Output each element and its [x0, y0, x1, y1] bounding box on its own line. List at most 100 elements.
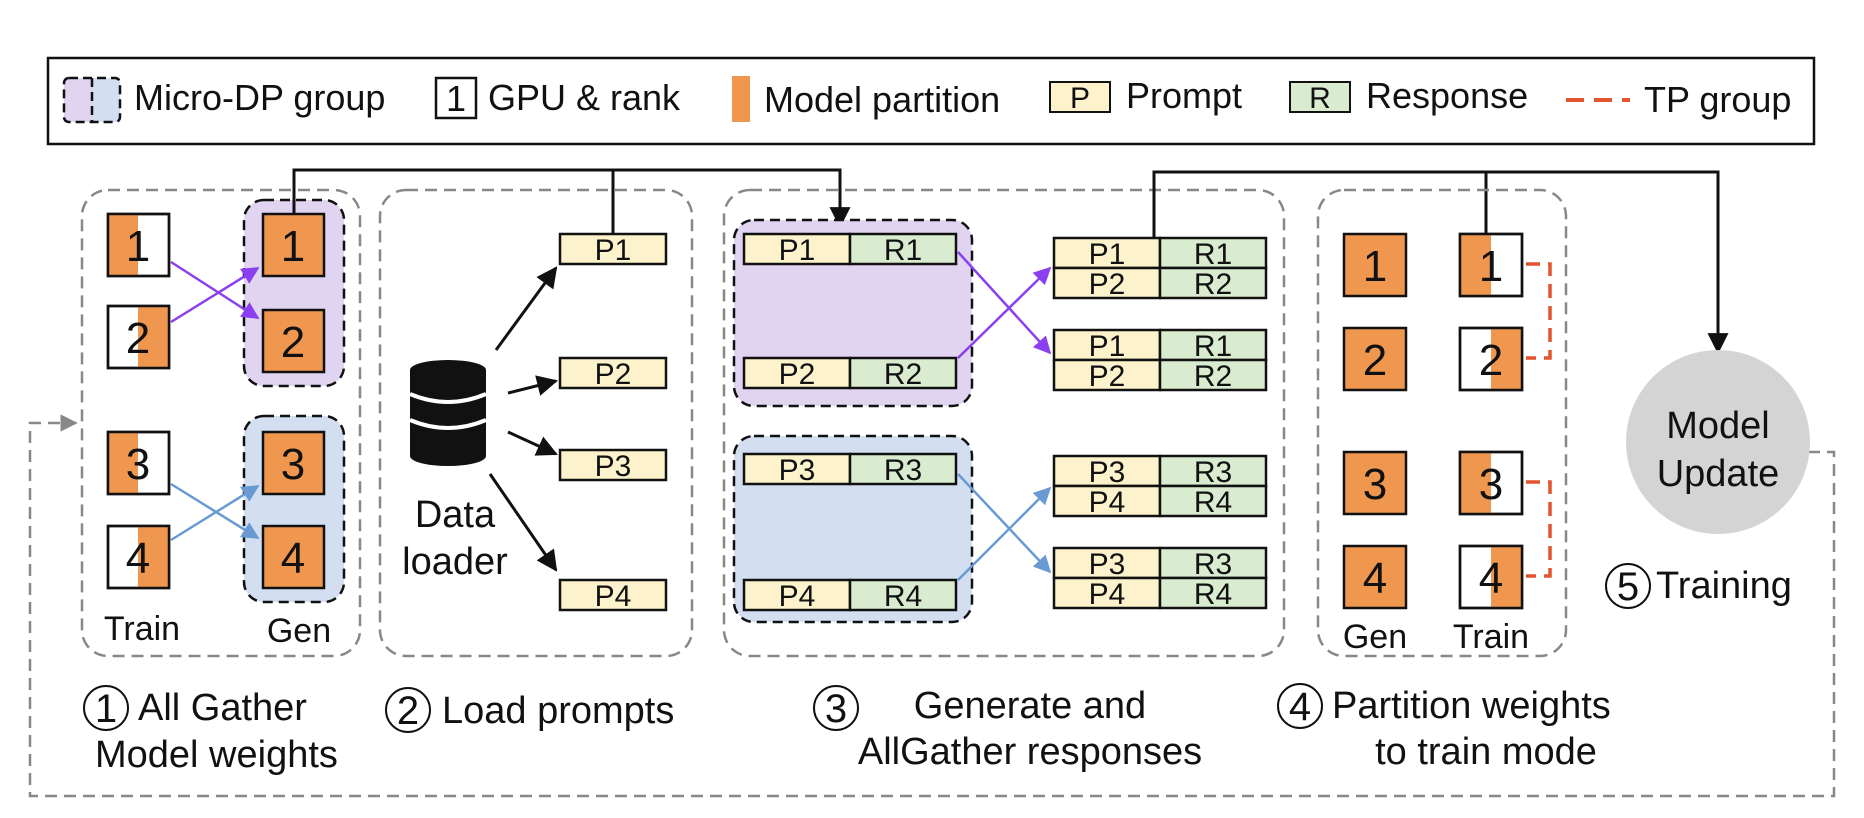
- load-arrow-p1: [494, 266, 558, 351]
- stage5-training: Model Update 5 Training: [1605, 350, 1810, 609]
- allgather-arrow-r3: [957, 473, 1052, 574]
- stage3-caption-line1: Generate and: [914, 685, 1146, 727]
- svg-text:P1: P1: [779, 234, 816, 267]
- load-arrow-p2: [507, 375, 559, 396]
- svg-text:R1: R1: [1194, 330, 1232, 363]
- stage1-train-label: Train: [104, 610, 180, 648]
- svg-text:P3: P3: [1089, 456, 1126, 489]
- svg-text:1: 1: [281, 222, 305, 271]
- svg-text:R4: R4: [1194, 486, 1232, 519]
- gather-arrow-3to4: [170, 482, 260, 540]
- gpu-gen-1: 1: [261, 212, 326, 278]
- stage1-gen-label: Gen: [267, 612, 331, 650]
- allgather-arrow-r2: [957, 266, 1052, 359]
- pr-pair-p1r1: P1 R1: [742, 232, 958, 267]
- gpu-gen-4: 4: [261, 524, 326, 590]
- stage2-panel: [378, 188, 694, 658]
- svg-text:P4: P4: [595, 580, 632, 613]
- step-number-5: 5: [1617, 565, 1639, 609]
- pr-pair-p2r2: P2 R2: [742, 356, 958, 391]
- legend-partition-label: Model partition: [764, 79, 1000, 120]
- gpu-gen4-3: 3: [1342, 450, 1408, 516]
- svg-text:R3: R3: [1194, 548, 1232, 581]
- svg-text:P1: P1: [1089, 238, 1126, 271]
- training-loop-arrow: [28, 414, 1836, 798]
- svg-text:P3: P3: [779, 454, 816, 487]
- stage1-caption-line1: All Gather: [138, 687, 307, 729]
- gathered-stack-1: P1 R1 P2 R2: [1052, 236, 1268, 301]
- stage4-gen-label: Gen: [1343, 618, 1407, 656]
- gpu-train4-1: 1: [1458, 232, 1524, 298]
- legend-gpu-label: GPU & rank: [488, 77, 681, 118]
- gathered-stack-2: P1 R1 P2 R2: [1052, 328, 1268, 393]
- svg-text:2: 2: [281, 318, 305, 367]
- svg-text:P1: P1: [595, 234, 632, 267]
- svg-text:R3: R3: [884, 454, 922, 487]
- svg-text:P2: P2: [595, 358, 632, 391]
- legend-prompt-swatch: [1049, 81, 1111, 113]
- legend-micro-dp-label: Micro-DP group: [134, 77, 385, 118]
- gpu-train-2: 2: [106, 304, 171, 370]
- step-circle-3: [813, 685, 859, 731]
- legend-partition-swatch: [732, 76, 750, 122]
- svg-text:3: 3: [126, 440, 150, 489]
- stage1-all-gather: 1 2 3 4 1 2 3: [80, 188, 362, 776]
- svg-text:P1: P1: [1089, 330, 1126, 363]
- step-number-2: 2: [397, 689, 419, 733]
- legend-gpu-badge: 1: [446, 78, 466, 119]
- gpu-gen4-2: 2: [1342, 326, 1408, 392]
- svg-text:2: 2: [126, 314, 150, 363]
- step-circle-4: [1277, 683, 1323, 729]
- step-circle-1: [83, 685, 129, 731]
- pr-pair-p3r3: P3 R3: [742, 452, 958, 487]
- stage4-train-label: Train: [1453, 618, 1529, 656]
- stage4-partition: 1 2 3 4 1 2 3: [1277, 188, 1611, 773]
- gather-arrow-2to1: [170, 266, 260, 324]
- allgather-arrow-r4: [957, 486, 1052, 581]
- svg-text:4: 4: [126, 534, 150, 583]
- load-arrow-p3: [507, 430, 558, 456]
- gpu-gen-3: 3: [261, 430, 326, 496]
- legend-micro-dp-swatch: [62, 76, 122, 124]
- svg-text:P3: P3: [595, 450, 632, 483]
- legend: Micro-DP group 1 GPU & rank Model partit…: [46, 56, 1816, 146]
- step-number-1: 1: [95, 687, 117, 731]
- model-update-line2: Update: [1657, 453, 1780, 495]
- legend-prompt-label: Prompt: [1126, 75, 1242, 116]
- svg-text:P2: P2: [1089, 360, 1126, 393]
- svg-text:3: 3: [1479, 460, 1503, 509]
- legend-tp-label: TP group: [1644, 79, 1791, 120]
- gpu-gen-2: 2: [261, 308, 326, 374]
- legend-response-swatch: [1289, 81, 1351, 113]
- gather-arrow-4to3: [170, 484, 260, 542]
- svg-text:2: 2: [1479, 336, 1503, 385]
- stage3-panel: [722, 188, 1286, 658]
- gpu-train-3: 3: [106, 430, 171, 496]
- gpu-train-4: 4: [106, 524, 171, 590]
- tp-group-1-2: [1526, 262, 1552, 360]
- svg-text:2: 2: [1363, 336, 1387, 385]
- gathered-stack-4: P3 R3 P4 R4: [1052, 546, 1268, 611]
- svg-text:3: 3: [281, 440, 305, 489]
- step-circle-5: [1605, 563, 1651, 609]
- stage2-caption: Load prompts: [442, 690, 674, 732]
- svg-text:R2: R2: [1194, 268, 1232, 301]
- connector-stage1-to-stage3: [292, 168, 851, 229]
- svg-text:P4: P4: [779, 580, 816, 613]
- stage5-caption: Training: [1656, 565, 1792, 607]
- svg-text:4: 4: [1363, 554, 1387, 603]
- stage4-panel: [1316, 188, 1568, 658]
- gathered-stack-3: P3 R3 P4 R4: [1052, 454, 1268, 519]
- svg-text:P2: P2: [779, 358, 816, 391]
- svg-text:R1: R1: [1194, 238, 1232, 271]
- data-loader-line2: loader: [402, 541, 508, 583]
- gather-arrow-1to2: [170, 260, 260, 320]
- load-arrow-p4: [488, 473, 558, 572]
- stage3-generate: P1 R1 P2 R2 P3 R3 P4 R4: [722, 188, 1286, 773]
- allgather-arrow-r1: [957, 251, 1052, 355]
- svg-text:R2: R2: [884, 358, 922, 391]
- svg-text:R1: R1: [884, 234, 922, 267]
- stage4-caption-line1: Partition weights: [1332, 685, 1611, 727]
- prompt-cell-p1: P1: [558, 232, 668, 267]
